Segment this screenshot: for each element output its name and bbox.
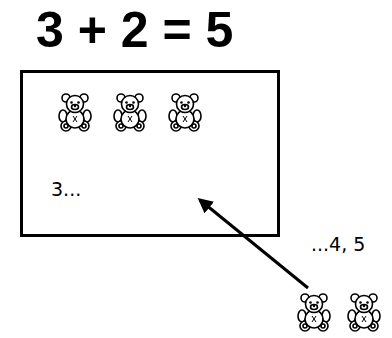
teddy-bear bbox=[298, 294, 330, 331]
counting-box: 3... bbox=[20, 70, 280, 237]
count-text: 3... bbox=[51, 177, 81, 201]
title: 3 + 2 = 5 bbox=[36, 0, 233, 60]
move-arrow bbox=[200, 200, 308, 288]
teddy-bear bbox=[169, 94, 201, 131]
count-on-label: ...4, 5 bbox=[311, 232, 365, 256]
teddy-bear bbox=[59, 94, 91, 131]
teddy-bear bbox=[348, 294, 380, 331]
teddy-bear bbox=[114, 94, 146, 131]
